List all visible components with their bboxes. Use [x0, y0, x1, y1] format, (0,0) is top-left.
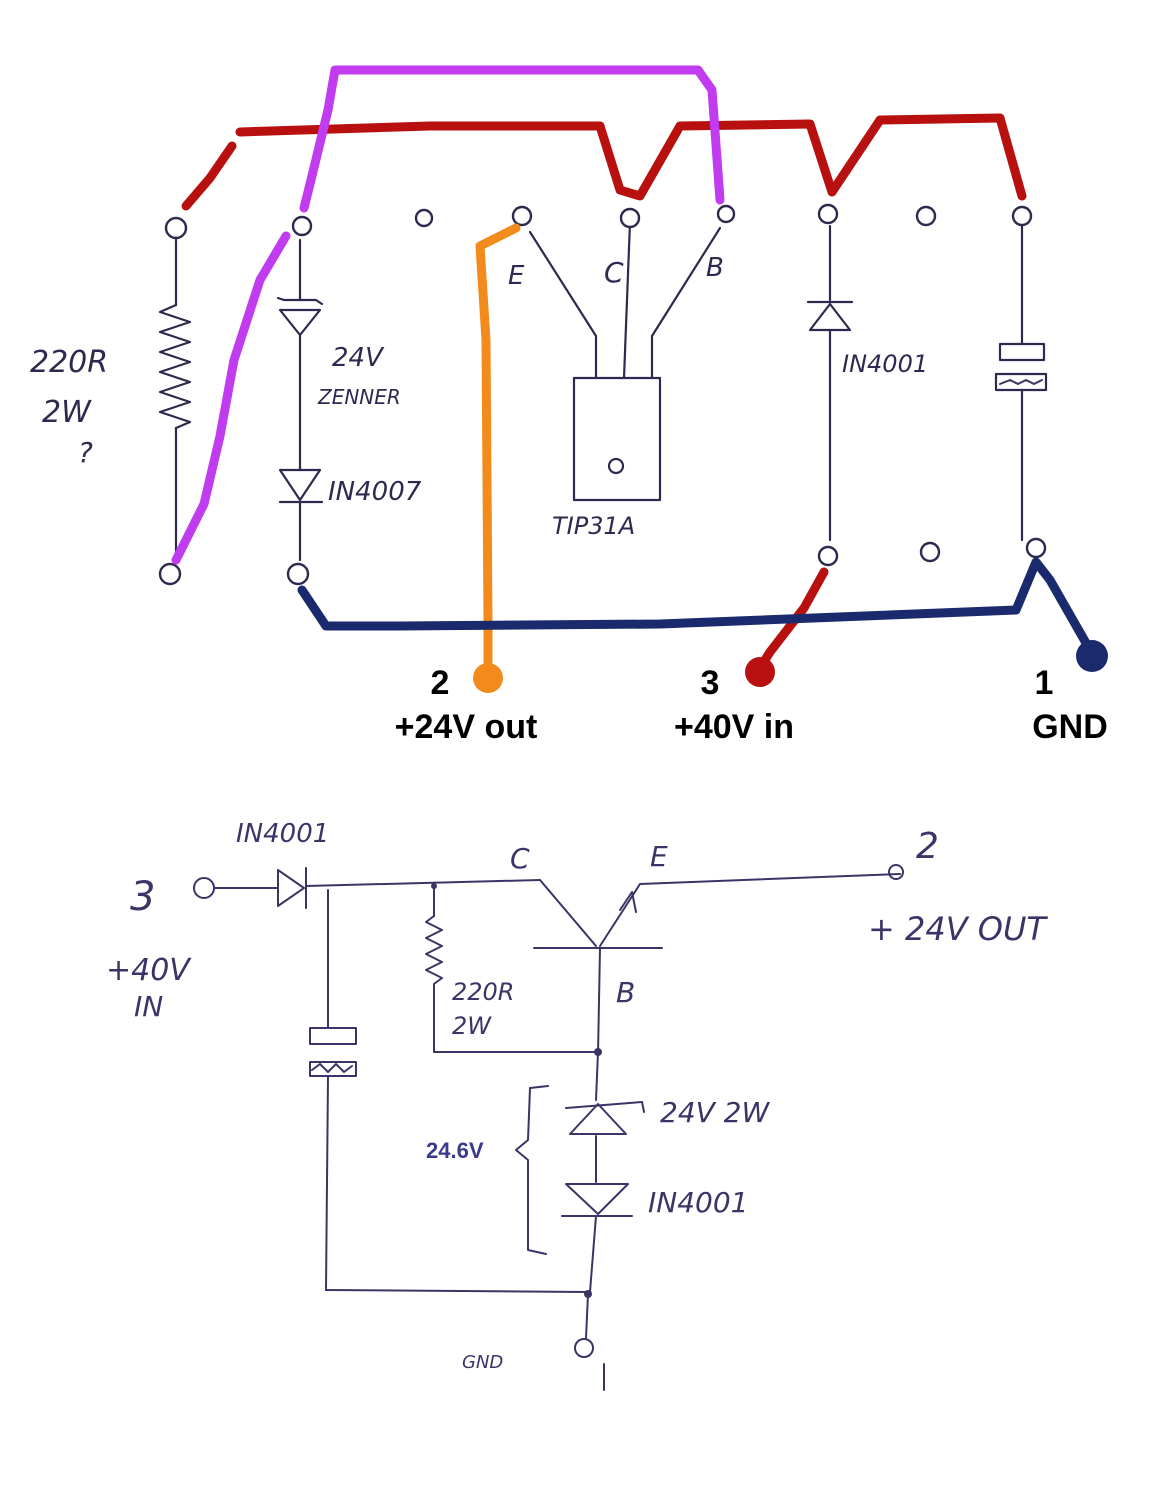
schematic-input-diode — [213, 867, 541, 909]
layout-input-diode — [806, 224, 854, 542]
terminal-2-label: +24V out — [395, 708, 538, 746]
schematic-in-label-2: IN — [134, 990, 163, 1023]
schematic-in-label-1: +40V — [106, 953, 192, 988]
layout-transistor — [528, 220, 722, 502]
schematic-resistor-label-1: 220R — [452, 978, 514, 1006]
schematic-in-number: 3 — [130, 874, 155, 920]
schematic-zener-string — [561, 1051, 645, 1391]
layout-emitter-label: E — [508, 261, 525, 291]
layout-diode-label: IN4007 — [328, 477, 422, 507]
schematic-emitter-label: E — [650, 840, 668, 873]
schematic-collector-label: C — [510, 842, 530, 875]
layout-transistor-label: TIP31A — [552, 512, 635, 540]
layout-base-label: B — [706, 253, 724, 283]
layout-collector-label: C — [604, 256, 624, 289]
schematic-input-diode-label: IN4001 — [236, 819, 329, 849]
layout-resistor — [158, 236, 192, 562]
layout-zener-type: ZENNER — [317, 385, 401, 409]
schematic-out-label: + 24V OUT — [868, 910, 1048, 948]
layout-resistor-power: 2W — [42, 395, 92, 430]
terminal-1-dot — [1076, 640, 1108, 672]
schematic-diode-label: IN4001 — [648, 1186, 748, 1219]
layout-pads — [158, 203, 1047, 586]
terminal-3-label: +40V in — [674, 708, 794, 746]
layout-wire-magenta — [171, 65, 725, 565]
layout-wire-orange — [475, 223, 521, 681]
schematic-out-number: 2 — [916, 826, 939, 867]
layout-input-diode-label: IN4001 — [842, 350, 928, 378]
schematic-voltage-brace — [515, 1085, 549, 1255]
layout-zener-string — [276, 238, 324, 562]
layout-zener-label: 24V — [332, 343, 385, 373]
terminal-2-dot — [473, 663, 503, 693]
schematic-base-label: B — [616, 976, 635, 1009]
schematic-out-terminal — [888, 864, 904, 880]
layout-wire-blue — [297, 557, 1095, 655]
terminal-3-number: 3 — [701, 664, 720, 702]
layout-wire-red — [181, 113, 1027, 211]
layout-diagram: 220R 2W ? 24V ZENNER IN4007 E C B — [30, 65, 1108, 746]
schematic-transistor — [533, 873, 901, 1055]
schematic-zener-label: 24V 2W — [660, 1096, 770, 1129]
terminal-1-label: GND — [1032, 708, 1108, 746]
schematic-capacitor — [309, 889, 587, 1293]
terminal-3-dot — [745, 657, 775, 687]
terminal-1-number: 1 — [1035, 664, 1054, 702]
terminal-2-number: 2 — [431, 664, 450, 702]
schematic-in-terminal — [193, 877, 215, 899]
layout-capacitor — [994, 224, 1048, 542]
layout-resistor-query: ? — [78, 436, 93, 469]
schematic-voltage-note: 24.6V — [426, 1138, 484, 1163]
layout-resistor-label: 220R — [30, 345, 108, 380]
schematic-diagram: 3 +40V IN IN4001 C E B 2 + 24V OUT — [106, 819, 1048, 1391]
schematic-resistor-label-2: 2W — [452, 1012, 492, 1040]
schematic-gnd-label: GND — [462, 1352, 503, 1373]
